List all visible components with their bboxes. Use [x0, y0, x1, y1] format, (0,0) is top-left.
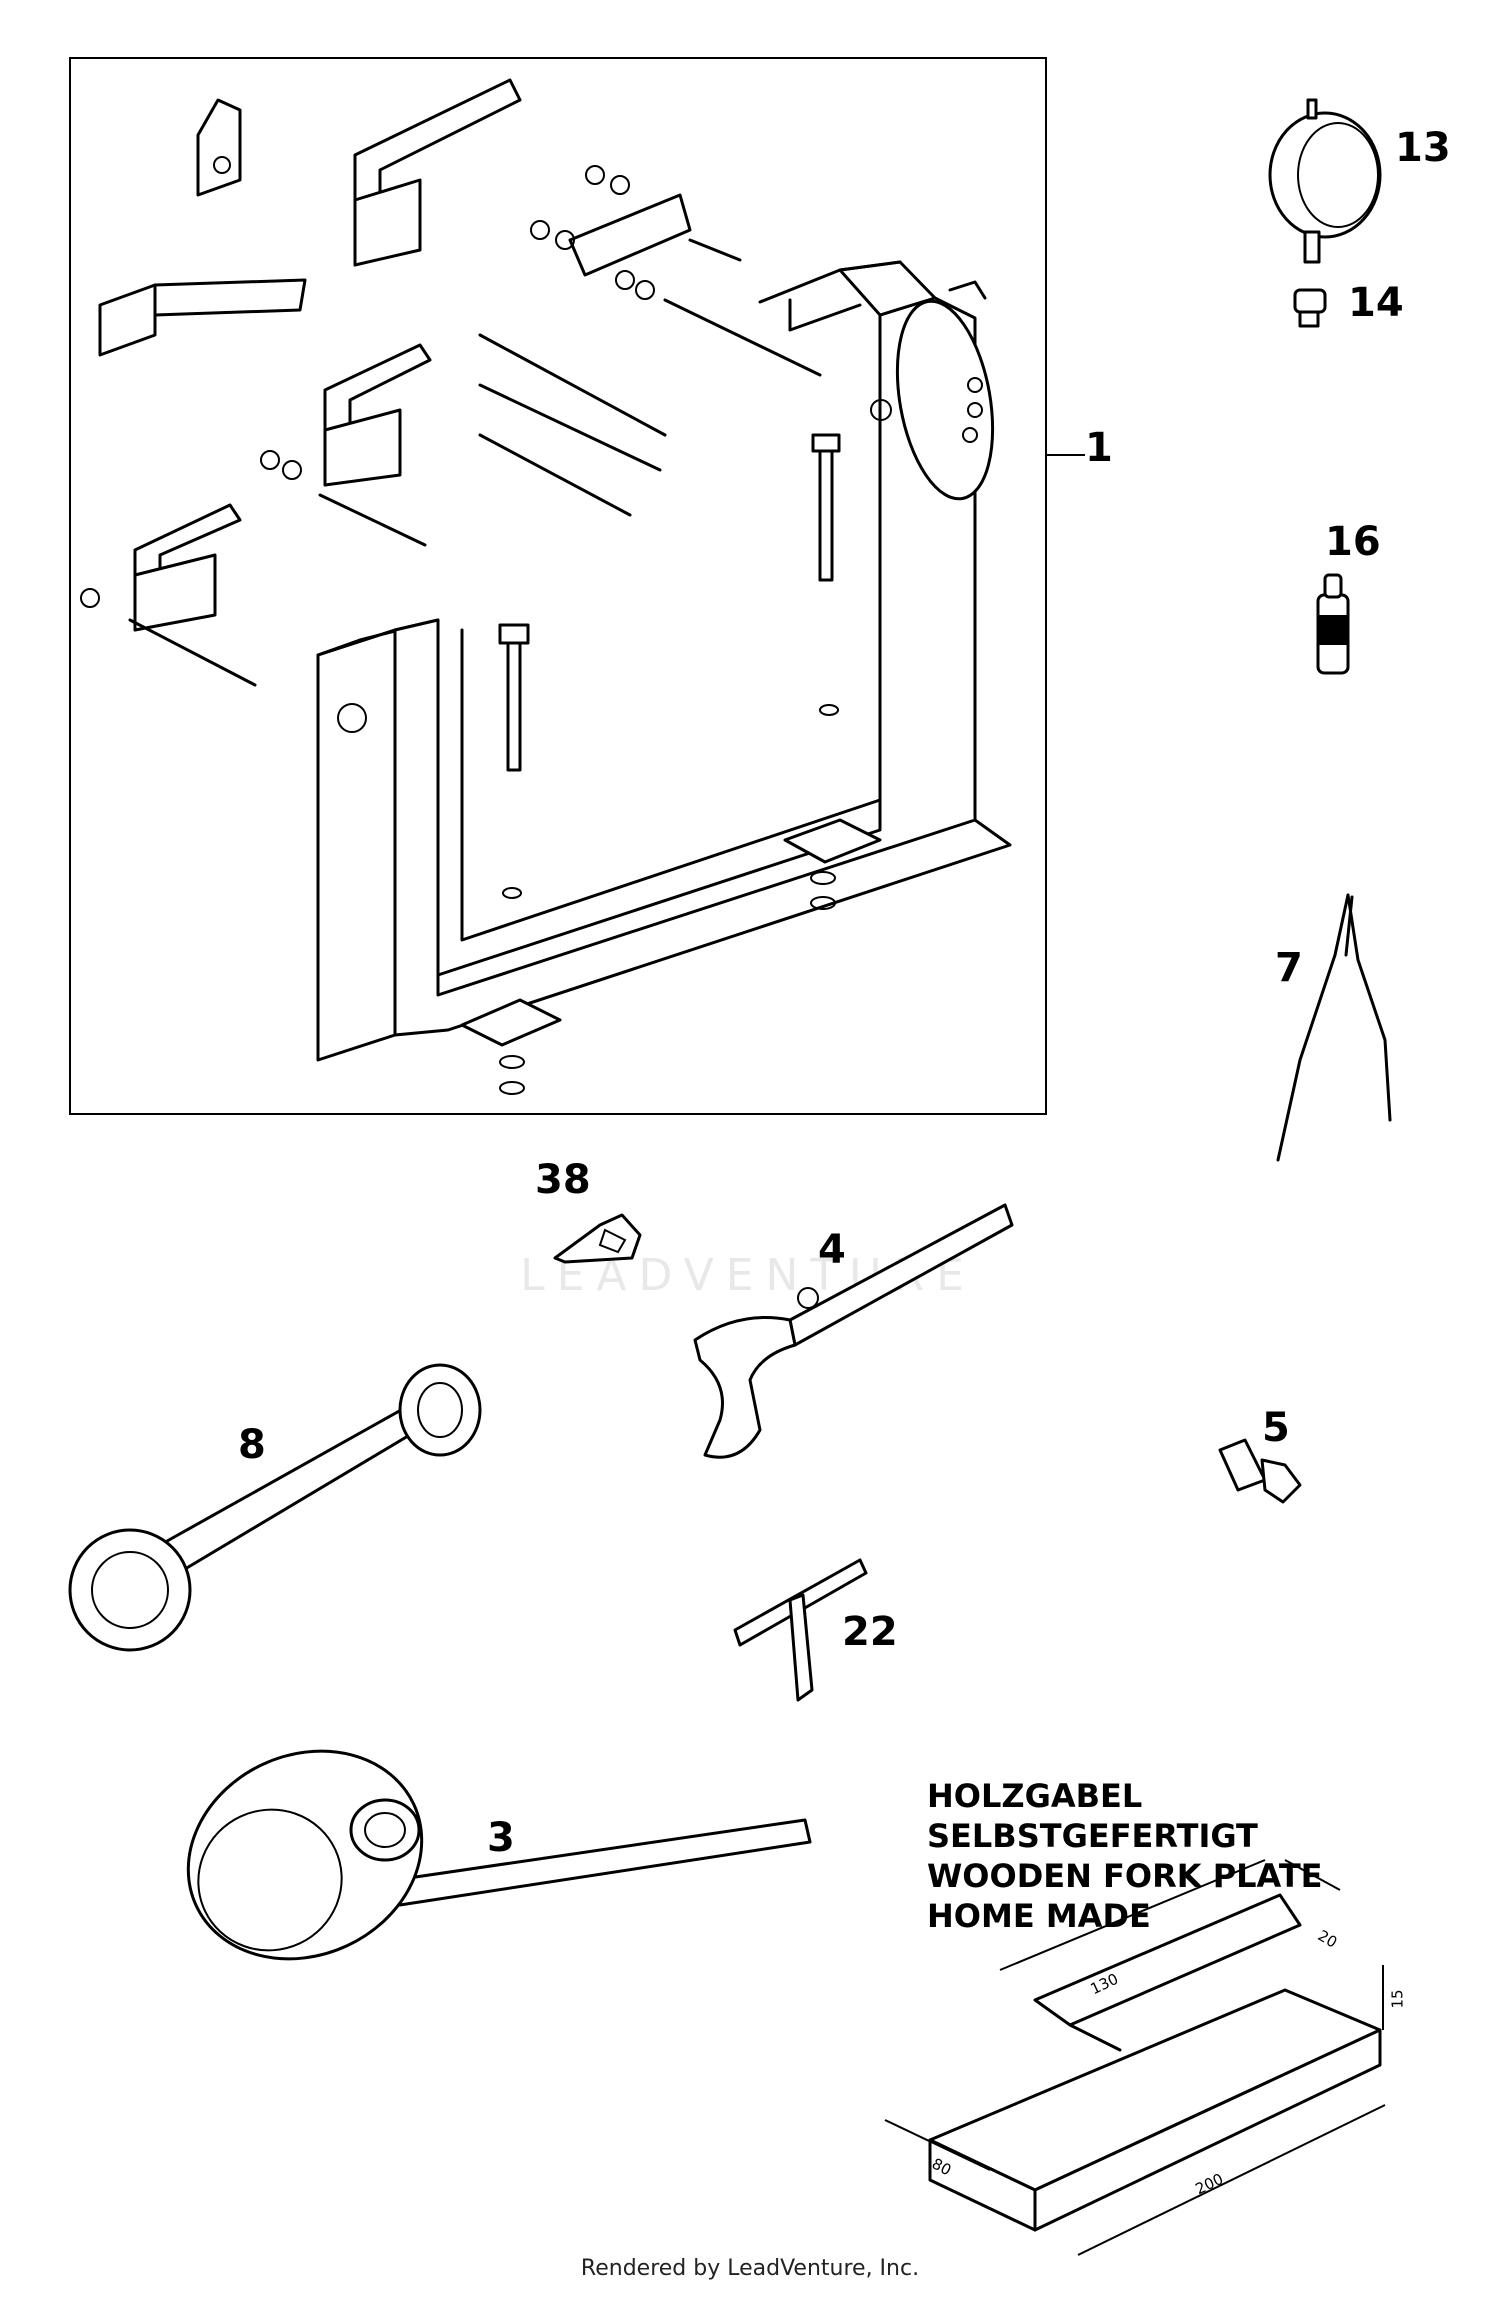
callout-3[interactable]: 3 [487, 1815, 515, 1861]
circlip-pliers [1276, 893, 1392, 1162]
assembly-stand [316, 260, 1012, 1095]
callout-4[interactable]: 4 [818, 1227, 846, 1273]
stand-brackets [80, 78, 822, 687]
clutch-holder [186, 1749, 812, 1961]
thread-locker-bottle [1316, 573, 1350, 675]
gauge-adapter [1293, 288, 1327, 328]
note-line-4: HOME MADE [927, 1897, 1151, 1935]
callout-1[interactable]: 1 [1085, 425, 1113, 471]
puller-screw [1218, 1438, 1302, 1504]
t-gauge [733, 1558, 868, 1702]
wooden-fork-plate [884, 1859, 1386, 2256]
callout-8[interactable]: 8 [238, 1422, 266, 1468]
callout-16[interactable]: 16 [1325, 519, 1381, 565]
tool-38 [553, 1213, 642, 1264]
callout-38[interactable]: 38 [535, 1157, 591, 1203]
dial-gauge [1268, 98, 1382, 264]
pin-wrench [68, 1363, 482, 1652]
callout-7[interactable]: 7 [1275, 945, 1303, 991]
note-line-2: SELBSTGEFERTIGT [927, 1817, 1258, 1855]
kit-frame-box [69, 57, 1047, 1115]
callout-22[interactable]: 22 [842, 1609, 898, 1655]
dimension-15: 15 [1388, 1989, 1407, 2009]
note-line-3: WOODEN FORK PLATE [927, 1857, 1323, 1895]
callout-14[interactable]: 14 [1348, 280, 1404, 326]
hook-wrench [693, 1203, 1014, 1459]
callout-5[interactable]: 5 [1262, 1405, 1290, 1451]
callout-13[interactable]: 13 [1395, 125, 1451, 171]
footer-credit: Rendered by LeadVenture, Inc. [580, 2256, 920, 2281]
note-line-1: HOLZGABEL [927, 1777, 1143, 1815]
